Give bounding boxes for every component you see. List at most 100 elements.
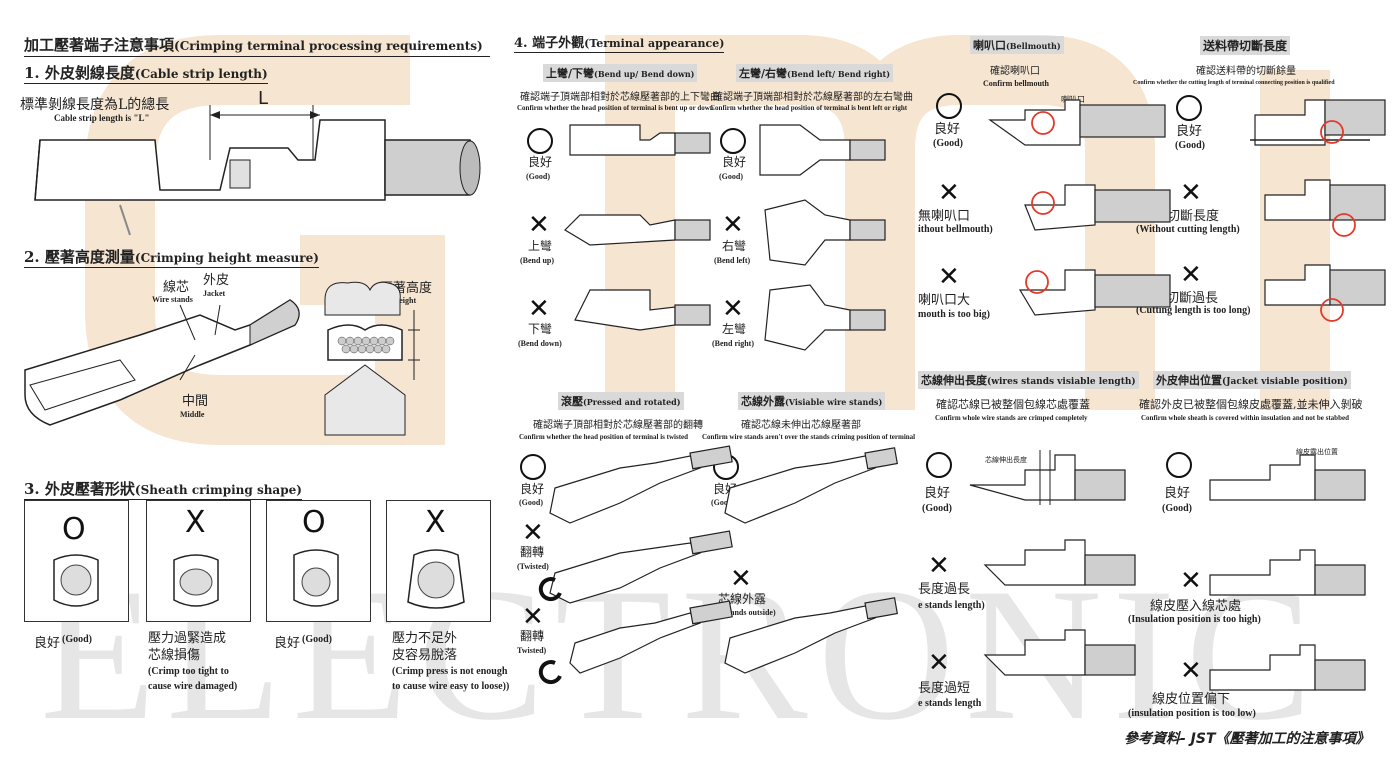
s1-title: 1. 外皮剝線長度(Cable strip length)	[24, 62, 268, 84]
bend-ud-item1-en: (Good)	[526, 172, 550, 181]
s3-label-1-en: (Good)	[62, 634, 92, 645]
s3-title-zh: 3. 外皮壓著形狀	[24, 480, 135, 498]
jacketpos-item3-zh: 線皮位置偏下	[1152, 692, 1231, 707]
s1-desc-zh: 標準剝線長度為L的總長	[20, 97, 170, 113]
s2-terminal-drawing	[24, 299, 300, 426]
bellmouth-item1-en: (Good)	[933, 138, 963, 149]
s3-label-3-zh: 良好	[274, 636, 301, 651]
cutting-bar: 送料帶切斷長度	[1200, 36, 1291, 55]
s2-wire-zh: 線芯	[163, 280, 190, 295]
footer-reference: 參考資料- JST《壓著加工的注意事項》	[1124, 731, 1370, 747]
bellmouth-bar-en: (Bellmouth)	[1006, 41, 1061, 51]
s3-label-1-zh: 良好	[34, 636, 61, 651]
bellmouth-desc-zh: 確認喇叭口	[990, 66, 1040, 77]
main-title: 加工壓著端子注意事項(Crimping terminal processing …	[24, 34, 490, 57]
twist-item1-en: (Good)	[519, 498, 543, 507]
jacketpos-bar: 外皮伸出位置(Jacket visiable position)	[1153, 371, 1351, 389]
s3-mark-4: X	[425, 505, 446, 540]
visible-bar-zh: 芯線外露	[741, 395, 785, 408]
bend-lr-bar-zh: 左彎/右彎	[739, 67, 788, 80]
bend-lr-item2-zh: 右彎	[722, 239, 747, 253]
wirelen-item3-en: e stands length	[918, 698, 982, 709]
bend-lr-item3-zh: 左彎	[722, 322, 747, 336]
bend-lr-bar: 左彎/右彎(Bend left/ Bend right)	[736, 64, 894, 82]
main-title-en: (Crimping terminal processing requiremen…	[174, 39, 483, 53]
s3-mark-3: O	[302, 505, 326, 540]
bend-drawings	[564, 124, 886, 351]
s2-title: 2. 壓著高度測量(Crimping height measure)	[24, 246, 319, 268]
cutting-item2-en: (Without cutting length)	[1136, 224, 1240, 235]
bend-lr-desc-zh: 確認端子頂端部相對於芯線壓著部的左右彎曲	[713, 92, 913, 103]
visible-desc-zh: 確認芯線未伸出芯線壓著部	[741, 420, 861, 431]
bend-ud-item3-en: (Bend down)	[518, 339, 562, 348]
bellmouth-bar: 喇叭口(Bellmouth)	[970, 36, 1064, 54]
s1-dim-label: L	[258, 88, 269, 109]
wirelen-bad-icon-2: ✕	[928, 648, 950, 678]
bellmouth-item2-zh: 無喇叭口	[918, 209, 971, 224]
s3-label-4-zh: 壓力不足外 皮容易脫落	[392, 631, 458, 663]
bend-ud-good-icon	[527, 128, 553, 154]
s3-mark-2: X	[185, 505, 206, 540]
s1-desc-en: Cable strip length is "L"	[54, 113, 150, 123]
bellmouth-item1-zh: 良好	[934, 122, 961, 137]
wirelen-item2-zh: 長度過長	[918, 582, 971, 597]
twist-item1-zh: 良好	[520, 482, 545, 496]
bend-lr-item1-en: (Good)	[719, 172, 743, 181]
cutting-desc-en: Confirm whether the cutting length of te…	[1133, 80, 1335, 86]
bend-ud-item2-en: (Bend up)	[520, 256, 555, 265]
visible-bad-icon: ✕	[730, 564, 752, 594]
bend-ud-item2-zh: 上彎	[528, 239, 553, 253]
bend-lr-desc-en: Confirm whether the head position of ter…	[710, 104, 908, 112]
wirelen-bar: 芯線伸出長度(wires stands visiable length)	[918, 371, 1139, 389]
wirelen-bar-en: (wires stands visiable length)	[987, 377, 1136, 387]
bend-ud-desc-zh: 確認端子頂端部相對於芯線壓著部的上下彎曲	[520, 92, 720, 103]
s2-title-zh: 2. 壓著高度測量	[24, 248, 135, 266]
bellmouth-bar-zh: 喇叭口	[973, 39, 1006, 52]
bellmouth-item3-zh: 喇叭口大	[918, 293, 971, 308]
visible-desc-en: Confirm wire stands aren't over the stan…	[702, 433, 916, 441]
bend-lr-item1-zh: 良好	[722, 155, 747, 169]
s3-label-4-en: (Crimp press is not enough	[392, 666, 508, 677]
jacketpos-item1-en: (Good)	[1162, 503, 1192, 514]
s2-title-en: (Crimping height measure)	[134, 251, 319, 265]
visible-item1-en: (Good)	[711, 498, 735, 507]
twist-item3-zh: 翻轉	[520, 629, 545, 643]
twist-bar-zh: 滾壓	[561, 395, 583, 408]
bend-ud-bad-icon-2: ✕	[528, 294, 550, 324]
s3-label-4-en2: to cause wire easy to loose))	[392, 681, 510, 692]
bend-ud-bar: 上彎/下彎(Bend up/ Bend down)	[543, 64, 698, 82]
wirelen-item2-en: e stands length)	[918, 600, 985, 611]
twist-item2-en: (Twisted)	[517, 562, 549, 571]
s4-title-en: (Terminal appearance)	[584, 37, 725, 50]
bellmouth-good-icon	[936, 93, 962, 119]
bellmouth-bad-icon-2: ✕	[938, 262, 960, 292]
bend-lr-bar-en: (Bend left/ Bend right)	[787, 69, 891, 79]
s3-cross-section-drawings	[53, 549, 465, 609]
s2-height-drawing	[324, 281, 420, 436]
bellmouth-bad-icon-1: ✕	[938, 178, 960, 208]
wirelen-jacketpos-drawings	[969, 450, 1366, 691]
twist-desc-en: Confirm whether the head position of ter…	[519, 433, 689, 441]
bend-ud-desc-en: Confirm whether the head position of ter…	[517, 104, 714, 112]
wirelen-item1-zh: 良好	[924, 486, 951, 501]
jacketpos-item3-en: (insulation position is too low)	[1128, 708, 1256, 719]
twist-drawings	[538, 445, 899, 685]
bellmouth-cutting-drawings	[988, 99, 1386, 322]
twist-item3-en: Twisted)	[517, 646, 547, 655]
twist-bar: 滾壓(Pressed and rotated)	[558, 392, 684, 410]
bend-ud-item3-zh: 下彎	[528, 322, 553, 336]
bend-ud-bar-en: (Bend up/ Bend down)	[594, 69, 695, 79]
bellmouth-item2-en: ithout bellmouth)	[918, 224, 993, 235]
wirelen-item1-en: (Good)	[922, 503, 952, 514]
s2-middle-zh: 中間	[182, 394, 209, 409]
jacketpos-item2-en: (Insulation position is too high)	[1128, 614, 1261, 625]
jacketpos-desc-en: Confirm whole sheath is covered within i…	[1141, 414, 1349, 422]
cutting-desc-zh: 確認送料帶的切斷餘量	[1196, 66, 1296, 77]
s3-title-en: (Sheath crimping shape)	[134, 483, 302, 497]
jacketpos-item1-zh: 良好	[1164, 486, 1191, 501]
bellmouth-item3-en: mouth is too big)	[918, 309, 990, 320]
s2-jacket-zh: 外皮	[203, 273, 230, 288]
wirelen-item3-zh: 長度過短	[918, 681, 971, 696]
s3-mark-1: O	[62, 512, 86, 547]
s1-title-zh: 1. 外皮剝線長度	[24, 64, 135, 82]
